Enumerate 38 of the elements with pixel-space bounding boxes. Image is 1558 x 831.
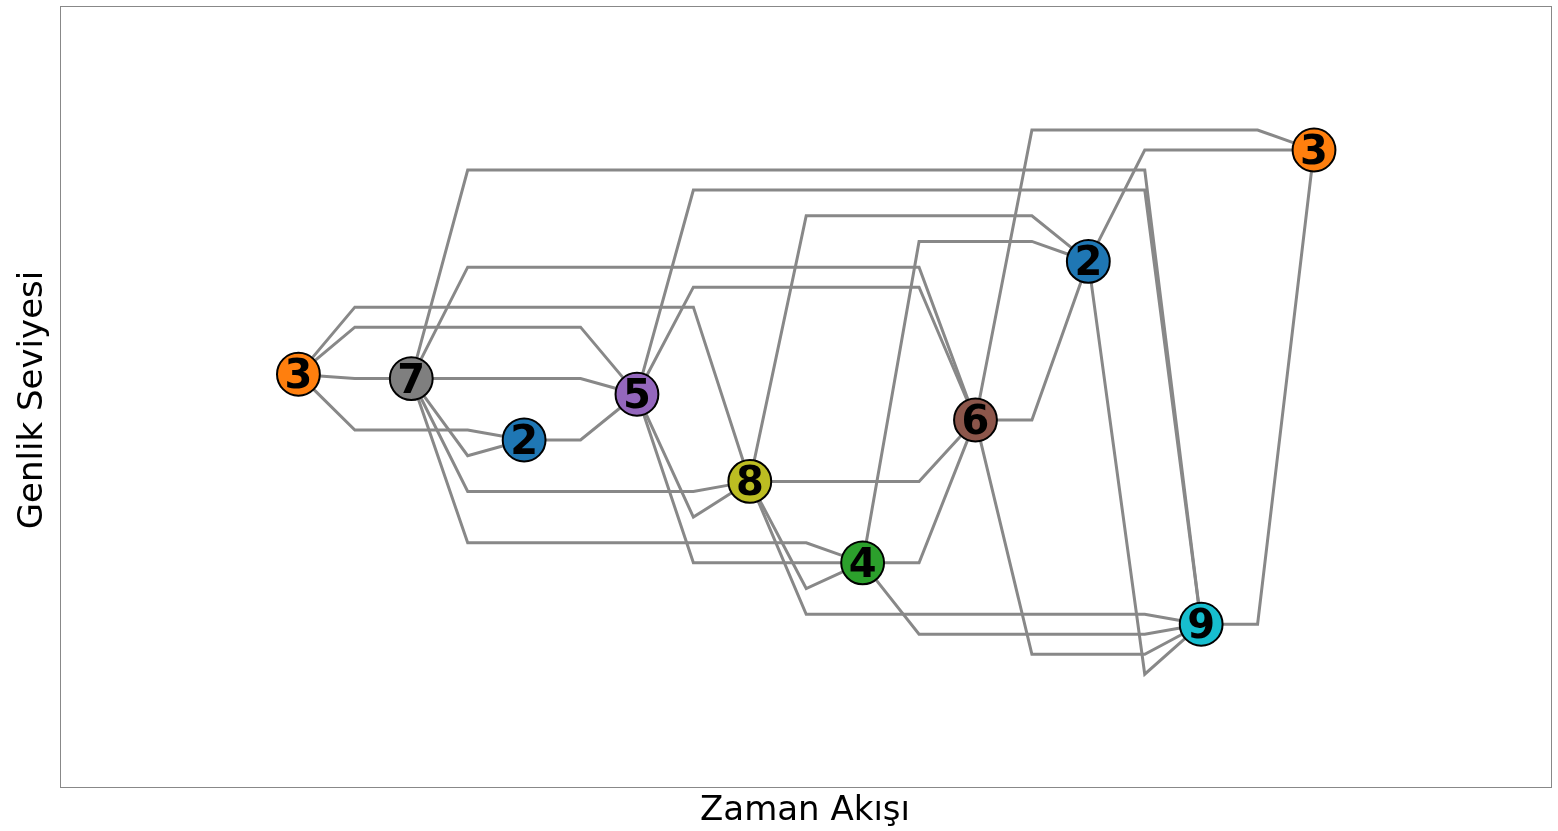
connector <box>319 374 390 380</box>
connector <box>758 499 844 591</box>
node-circle: 2 <box>501 417 547 463</box>
connector <box>977 128 1295 400</box>
connector <box>978 440 1183 656</box>
connector <box>313 325 625 379</box>
connector <box>419 396 729 493</box>
connector <box>883 439 969 565</box>
axis-title: Genlik Seviyesi <box>10 270 50 530</box>
node-circle: 3 <box>275 351 321 397</box>
connector <box>874 578 1181 636</box>
connector <box>642 413 841 565</box>
connector <box>641 188 1200 604</box>
connector <box>416 398 843 557</box>
node-circle: 3 <box>1291 127 1337 173</box>
node-circle: 4 <box>840 540 885 586</box>
connector <box>415 168 1200 604</box>
node-circle: 2 <box>1065 238 1111 284</box>
connector <box>1096 148 1293 243</box>
connector <box>432 376 617 390</box>
connector <box>771 434 962 483</box>
connector <box>419 265 970 401</box>
node-circle: 5 <box>614 371 660 417</box>
node-circle: 7 <box>388 356 434 401</box>
node-circle: 8 <box>727 458 772 504</box>
connector <box>1089 282 1186 678</box>
connector <box>756 500 1181 622</box>
connector <box>1222 170 1313 626</box>
connector <box>996 280 1083 422</box>
connector <box>752 214 1073 461</box>
connector <box>422 394 504 458</box>
axis-title: Zaman Akışı <box>700 788 910 828</box>
connector <box>644 412 733 520</box>
connector <box>645 285 969 401</box>
connector <box>545 406 622 442</box>
node-circle: 9 <box>1178 601 1224 647</box>
node-circle: 6 <box>952 397 998 443</box>
connector <box>864 239 1069 542</box>
